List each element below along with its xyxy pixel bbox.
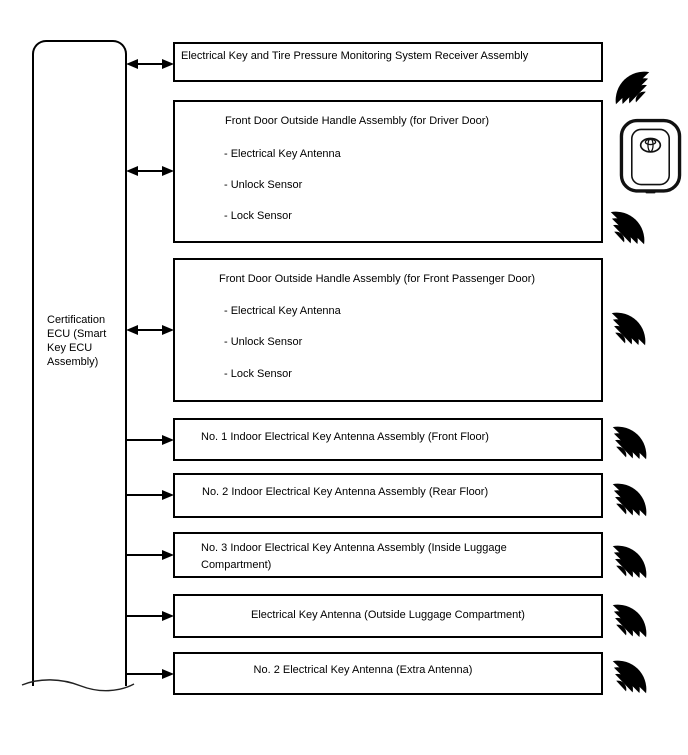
- antenna-no3-luggage-box: No. 3 Indoor Electrical Key Antenna Asse…: [173, 532, 603, 578]
- passenger-door-item-unlock-sensor: - Unlock Sensor: [224, 336, 303, 348]
- receiver-assembly-label: Electrical Key and Tire Pressure Monitor…: [181, 50, 529, 62]
- passenger-door-item-lock-sensor: - Lock Sensor: [224, 368, 292, 380]
- arrowhead-right-icon: [162, 550, 174, 560]
- arrow-ecu-antenna-no3: [126, 549, 174, 561]
- certification-ecu-box: Certification ECU (Smart Key ECU Assembl…: [32, 40, 127, 686]
- antenna-no2-rear-floor-label: No. 2 Indoor Electrical Key Antenna Asse…: [202, 486, 489, 498]
- radio-waves-icon: [612, 604, 647, 638]
- antenna-no2-rear-floor-box: No. 2 Indoor Electrical Key Antenna Asse…: [173, 473, 603, 518]
- arrow-ecu-antenna-no1: [126, 434, 174, 446]
- antenna-no2-extra-label: No. 2 Electrical Key Antenna (Extra Ante…: [253, 664, 473, 676]
- antenna-no1-front-floor-box: No. 1 Indoor Electrical Key Antenna Asse…: [173, 418, 603, 461]
- passenger-door-item-antenna: - Electrical Key Antenna: [224, 305, 341, 317]
- driver-door-item-unlock-sensor: - Unlock Sensor: [224, 179, 303, 191]
- antenna-no3-luggage-label: No. 3 Indoor Electrical Key Antenna Asse…: [201, 542, 507, 571]
- box-break-wave-line: [21, 679, 135, 692]
- arrow-ecu-antenna-no2: [126, 489, 174, 501]
- driver-door-item-lock-sensor: - Lock Sensor: [224, 210, 292, 222]
- arrow-ecu-passenger-door: [126, 324, 174, 336]
- arrowhead-right-icon: [162, 59, 174, 69]
- receiver-assembly-box: Electrical Key and Tire Pressure Monitor…: [173, 42, 603, 82]
- arrow-ecu-antenna-outside-luggage: [126, 610, 174, 622]
- arrow-ecu-antenna-extra: [126, 668, 174, 680]
- antenna-no2-extra-box: No. 2 Electrical Key Antenna (Extra Ante…: [173, 652, 603, 695]
- antenna-no1-front-floor-label: No. 1 Indoor Electrical Key Antenna Asse…: [201, 431, 489, 443]
- certification-ecu-label: Certification ECU (Smart Key ECU Assembl…: [47, 314, 107, 368]
- arrowhead-left-icon: [126, 59, 138, 69]
- driver-door-handle-title: Front Door Outside Handle Assembly (for …: [225, 115, 490, 127]
- arrowhead-left-icon: [126, 325, 138, 335]
- antenna-outside-luggage-label: Electrical Key Antenna (Outside Luggage …: [251, 609, 525, 621]
- radio-waves-icon: [612, 545, 647, 579]
- arrow-ecu-driver-door: [126, 165, 174, 177]
- driver-door-handle-box: Front Door Outside Handle Assembly (for …: [173, 100, 603, 243]
- antenna-outside-luggage-box: Electrical Key Antenna (Outside Luggage …: [173, 594, 603, 638]
- arrowhead-left-icon: [126, 166, 138, 176]
- arrowhead-right-icon: [162, 166, 174, 176]
- arrowhead-right-icon: [162, 490, 174, 500]
- radio-waves-icon: [610, 211, 645, 245]
- arrowhead-right-icon: [162, 435, 174, 445]
- radio-waves-icon: [612, 660, 647, 694]
- radio-waves-icon: [612, 483, 647, 517]
- passenger-door-handle-box: Front Door Outside Handle Assembly (for …: [173, 258, 603, 402]
- arrowhead-right-icon: [162, 325, 174, 335]
- arrowhead-right-icon: [162, 669, 174, 679]
- radio-waves-icon: [612, 426, 647, 460]
- arrowhead-right-icon: [162, 611, 174, 621]
- smart-key-fob-icon: [619, 118, 682, 194]
- radio-waves-icon: [611, 312, 646, 346]
- driver-door-item-antenna: - Electrical Key Antenna: [224, 148, 341, 160]
- toyota-logo-icon: [639, 137, 662, 153]
- passenger-door-handle-title: Front Door Outside Handle Assembly (for …: [219, 273, 536, 285]
- radio-waves-left-icon: [615, 71, 650, 105]
- arrow-ecu-receiver: [126, 58, 174, 70]
